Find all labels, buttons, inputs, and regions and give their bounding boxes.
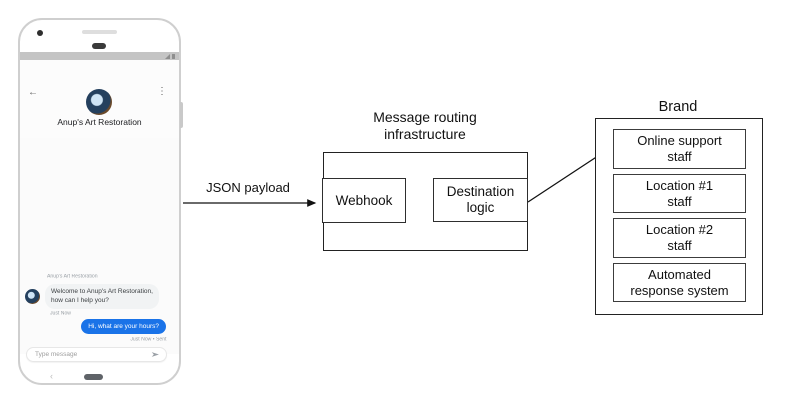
json-payload-label: JSON payload <box>206 180 290 195</box>
battery-icon <box>172 53 175 59</box>
brand-box-automated-response: Automated response system <box>613 263 746 302</box>
outgoing-message-bubble: Hi, what are your hours? <box>81 319 166 334</box>
send-icon[interactable] <box>150 349 161 360</box>
signal-icon <box>165 53 170 59</box>
chat-header: ← ⋮ Anup's Art Restoration <box>20 60 179 138</box>
power-button <box>180 102 183 128</box>
sender-label: Anup's Art Restoration <box>47 274 98 280</box>
brand-box-online-support: Online support staff <box>613 129 746 169</box>
brand-title: Brand <box>658 99 698 115</box>
webhook-box: Webhook <box>322 178 406 223</box>
message-composer[interactable] <box>26 347 167 362</box>
brand-container: Online support staff Location #1 staff L… <box>595 118 763 315</box>
back-arrow-icon[interactable]: ← <box>28 87 38 98</box>
phone-mockup: ← ⋮ Anup's Art Restoration Anup's Art Re… <box>18 18 183 385</box>
phone-screen: ← ⋮ Anup's Art Restoration Anup's Art Re… <box>20 52 179 381</box>
nav-back-icon[interactable]: ‹ <box>50 371 53 381</box>
earpiece <box>92 43 106 49</box>
nav-home-pill[interactable] <box>84 374 103 380</box>
destination-logic-box: Destination logic <box>433 178 528 222</box>
brand-box-location-2: Location #2 staff <box>613 218 746 258</box>
message-input[interactable] <box>35 351 150 358</box>
avatar <box>86 89 112 115</box>
outgoing-timestamp: Just Now • Sent <box>129 337 166 343</box>
avatar <box>25 289 40 304</box>
chat-title: Anup's Art Restoration <box>57 117 142 127</box>
speaker-slot <box>82 30 117 34</box>
overflow-menu-icon[interactable]: ⋮ <box>157 86 167 97</box>
incoming-timestamp: Just Now <box>50 311 71 317</box>
brand-box-location-1: Location #1 staff <box>613 174 746 213</box>
camera-icon <box>37 30 43 36</box>
arrow-destination-to-brand <box>527 151 606 203</box>
routing-title: Message routing infrastructure <box>373 109 477 142</box>
incoming-message-bubble: Welcome to Anup's Art Restoration, how c… <box>45 284 159 309</box>
status-bar <box>20 52 179 60</box>
